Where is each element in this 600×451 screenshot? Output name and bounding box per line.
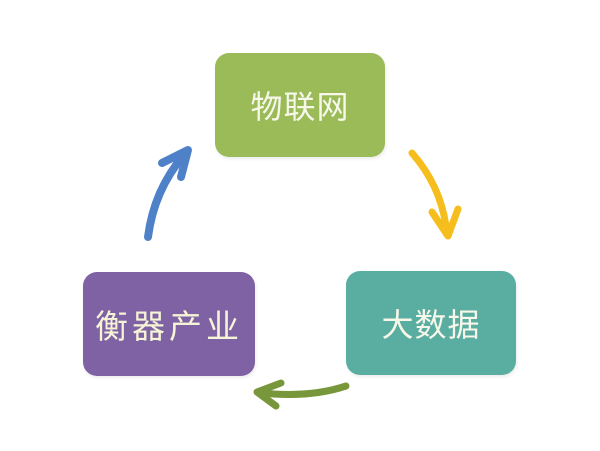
arrow-iot-to-bigdata-icon — [408, 149, 462, 240]
node-bigdata-label: 大数据 — [381, 306, 481, 344]
node-weighing-industry: 衡器产业 — [83, 272, 255, 376]
node-iot-label: 物联网 — [250, 88, 350, 126]
node-bigdata: 大数据 — [346, 271, 516, 375]
node-iot: 物联网 — [215, 53, 385, 157]
arrow-bigdata-to-weighing-icon — [253, 379, 350, 410]
node-weighing-label: 衡器产业 — [95, 307, 243, 346]
arrow-weighing-to-iot-icon — [144, 146, 192, 241]
